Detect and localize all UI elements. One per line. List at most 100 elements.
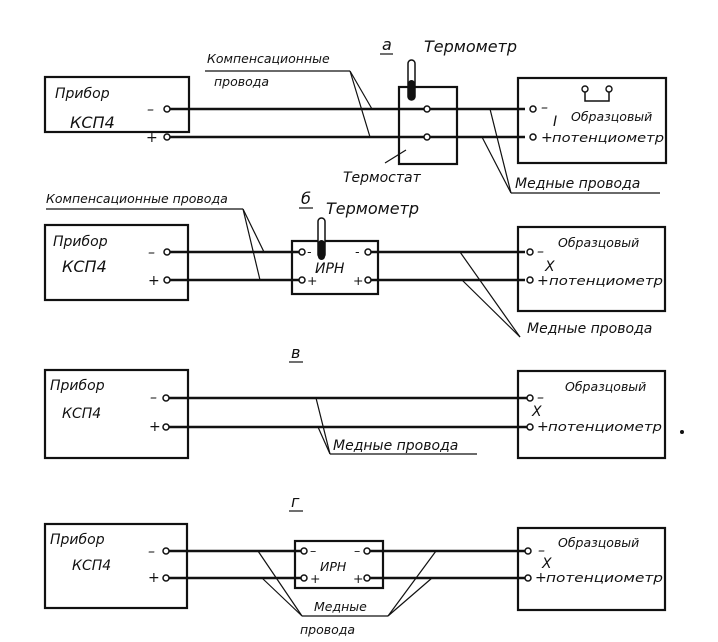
diagram-g-copper-leader <box>387 577 433 617</box>
diagram-b-copper-leader <box>459 251 521 338</box>
diagram-b-pot-line1: Образцовый <box>558 235 639 250</box>
diagram-a-label: а <box>382 35 392 54</box>
diagram-g-irn-box <box>293 539 385 590</box>
diagram-a-copper-leader <box>481 136 512 194</box>
diagram-a-terminal <box>423 133 431 141</box>
diagram-g-terminal <box>524 574 532 582</box>
diagram-b-irn-minus-in: - <box>307 244 312 259</box>
diagram-a-copper-label: Медные провода <box>515 176 640 192</box>
diagram-g-terminal <box>363 547 371 555</box>
diagram-b-instrument-box <box>43 223 190 302</box>
diagram-a-terminal <box>529 133 537 141</box>
diagram-v-instrument-box <box>43 368 190 460</box>
diagram-v-pot-marker: X <box>531 404 542 420</box>
diagram-a-compensation-leader <box>349 70 371 138</box>
diagram-v: в Прибор КСП4 – + Медные провода – + X О… <box>43 343 684 460</box>
diagram-g-instrument-box <box>43 522 189 610</box>
diagram-b-irn-plus-in: + <box>307 273 317 288</box>
diagram-a-compensation-label-2: провода <box>214 74 269 89</box>
diagram-v-instrument-plus: + <box>149 419 161 435</box>
diagram-b-pot-marker: X <box>544 259 555 275</box>
diagram-g-terminal <box>162 574 170 582</box>
diagram-v-label: в <box>291 343 300 362</box>
diagram-a-compensation-leader <box>349 70 373 110</box>
diagram-b-instrument-title: Прибор <box>53 234 108 250</box>
diagram-a-compensation-label-1: Компенсационные <box>207 51 330 66</box>
diagram-g-pot-minus: – <box>538 543 545 559</box>
diagram-v-potentiometer-box <box>516 369 667 460</box>
diagram-g-terminal <box>524 547 532 555</box>
diagram-g-terminal <box>300 547 308 555</box>
diagram-a-pot-line2: потенциометр <box>552 130 664 145</box>
diagram-a: а Прибор КСП4 – + Термометр Термостат Ко… <box>43 35 668 194</box>
diagram-g-copper-leader <box>257 550 303 617</box>
diagram-g-irn-label: ИРН <box>320 559 347 574</box>
diagram-v-pot-line2: потенциометр <box>548 419 662 434</box>
diagram-g-terminal <box>162 547 170 555</box>
diagram-b-compensation-leader <box>242 208 261 281</box>
diagram-g-pot-marker: X <box>541 556 552 572</box>
diagram-g-instrument-title: Прибор <box>50 532 105 548</box>
diagram-b: б Термометр Компенсационные провода Приб… <box>43 189 667 338</box>
diagram-a-terminal <box>163 133 171 141</box>
diagram-g-instrument-plus: + <box>148 570 160 586</box>
diagram-a-instrument-box <box>43 75 191 134</box>
diagram-v-pot-minus: – <box>537 390 544 406</box>
diagram-b-copper-label: Медные провода <box>527 321 652 337</box>
diagram-v-instrument-minus: – <box>150 390 157 406</box>
diagram-g-pot-line1: Образцовый <box>558 535 639 550</box>
diagram-g-label: г <box>291 492 300 511</box>
diagram-b-irn-box <box>290 239 380 296</box>
diagram-g-irn-minus-out: – <box>354 543 360 558</box>
diagram-b-copper-leader <box>461 279 521 338</box>
diagram-b-terminal <box>163 248 171 256</box>
diagram-v-terminal <box>162 423 170 431</box>
diagram-a-instrument-plus: + <box>146 130 158 146</box>
diagram-g-irn-plus-in: + <box>310 571 320 586</box>
diagram-b-terminal <box>163 276 171 284</box>
diagram-b-compensation-leader <box>242 208 265 253</box>
diagram-a-thermostat-leader <box>384 149 407 164</box>
diagram-b-terminal <box>526 248 534 256</box>
diagram-a-pot-minus: – <box>541 100 548 116</box>
thermometer-bulb <box>408 80 415 100</box>
diagram-g-copper-label-1: Медные <box>314 599 367 614</box>
diagram-b-pot-plus: + <box>537 273 549 289</box>
diagram-b-potentiometer-box <box>516 225 667 313</box>
diagram-g-instrument-model: КСП4 <box>72 558 111 574</box>
diagram-b-irn-label: ИРН <box>315 261 345 277</box>
diagram-a-terminal <box>163 105 171 113</box>
diagram-g-pot-plus: + <box>535 570 547 586</box>
diagram-a-instrument-minus: – <box>147 102 154 118</box>
diagram-b-pot-minus: – <box>537 244 544 260</box>
diagram-v-instrument-model: КСП4 <box>62 406 101 422</box>
diagram-b-terminal <box>298 276 306 284</box>
diagram-b-instrument-model: КСП4 <box>62 257 107 276</box>
diagram-b-thermometer-label: Термометр <box>326 199 419 218</box>
diagram-v-pot-line1: Образцовый <box>565 379 646 394</box>
diagram-a-thermostat-box <box>397 85 459 166</box>
diagram-g: г Прибор КСП4 – + – + – + ИРН Медные про… <box>43 492 667 637</box>
diagram-a-thermostat-label: Термостат <box>343 170 422 186</box>
diagram-g-copper-leader <box>261 577 303 617</box>
diagram-a-instrument-model: КСП4 <box>70 113 115 132</box>
diagram-a-thermometer-label: Термометр <box>424 37 517 56</box>
diagram-v-terminal <box>162 394 170 402</box>
thermometer-bulb <box>318 240 325 260</box>
diagram-g-terminal <box>300 574 308 582</box>
diagram-a-instrument-title: Прибор <box>55 86 110 102</box>
diagram-b-compensation-label: Компенсационные провода <box>46 191 228 206</box>
diagram-g-instrument-minus: – <box>148 544 155 560</box>
diagram-a-terminal <box>423 105 431 113</box>
diagram-b-terminal <box>298 248 306 256</box>
diagram-g-terminal <box>363 574 371 582</box>
diagram-b-terminal <box>364 276 372 284</box>
diagram-g-potentiometer-box <box>516 526 667 612</box>
diagram-a-pot-marker: I <box>553 114 557 130</box>
diagram-v-pot-plus: + <box>537 419 549 435</box>
diagram-v-copper-label: Медные провода <box>333 438 458 454</box>
switch-icon <box>581 85 613 102</box>
diagram-g-copper-leader <box>387 550 437 617</box>
diagram-v-terminal <box>526 394 534 402</box>
